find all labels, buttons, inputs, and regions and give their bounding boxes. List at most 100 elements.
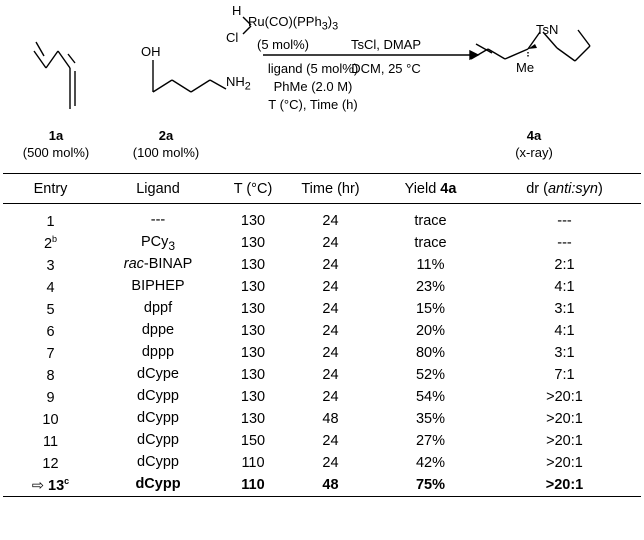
compound-1a-amount: (500 mol%) (22, 145, 90, 160)
butadiene-structure (33, 41, 76, 109)
cell-time: 24 (322, 257, 339, 273)
cell-time: 24 (322, 213, 339, 229)
optimization-table: Entry Ligand T (°C) Time (hr) Yield 4a d… (3, 173, 641, 497)
compound-4a-label: 4a (526, 128, 542, 143)
cell-entry: 3 (46, 257, 55, 274)
cell-time: 24 (322, 455, 339, 471)
cell-ligand: dppf (143, 299, 173, 316)
compound-2a-amount: (100 mol%) (132, 145, 200, 160)
cell-dr: 4:1 (554, 323, 575, 339)
cell-time: 48 (288, 474, 373, 497)
cell-entry: 4 (46, 279, 55, 296)
ru-cl-bond (242, 25, 252, 35)
methyl-label: Me (516, 60, 535, 75)
cell-time: 24 (322, 279, 339, 295)
cell-temperature: 130 (240, 389, 266, 405)
cell-ligand: dppp (141, 343, 175, 360)
cell-ligand: dCype (137, 365, 179, 382)
catalyst-chloride: Cl (226, 30, 239, 45)
ru-h-bond (242, 16, 252, 26)
cell-temperature: 130 (240, 367, 266, 383)
cell-ligand: dCypp (137, 409, 179, 426)
cell-yield: 20% (415, 323, 446, 339)
cell-time: 24 (322, 235, 339, 251)
cell-yield: 23% (415, 279, 446, 295)
cell-dr: 3:1 (554, 345, 575, 361)
cell-entry: 2b (43, 234, 58, 252)
amine-label: NH2 (226, 74, 251, 93)
cell-temperature: 130 (240, 213, 266, 229)
cell-temperature: 130 (240, 301, 266, 317)
cell-temperature: 130 (240, 411, 266, 427)
header-temperature: T (°C) (218, 173, 288, 204)
cell-temperature: 130 (240, 257, 266, 273)
step2-solvent: DCM, 25 °C (351, 61, 421, 76)
step2-reagents: TsCl, DMAP (350, 37, 422, 52)
compound-1a-label: 1a (48, 128, 64, 143)
cell-time: 24 (322, 345, 339, 361)
cell-dr: >20:1 (546, 433, 583, 449)
cell-temperature: 110 (241, 455, 265, 471)
cell-entry: 7 (46, 345, 55, 362)
cell-yield: 11% (416, 257, 445, 273)
compound-4a-note: (x-ray) (515, 145, 553, 160)
cell-time: 48 (322, 411, 339, 427)
cell-dr: --- (557, 213, 572, 229)
cell-entry: ⇨13c (3, 474, 98, 497)
cell-temperature: 130 (240, 323, 266, 339)
step1-ligand: ligand (5 mol%) (267, 61, 359, 76)
cell-ligand: dCypp (137, 431, 179, 448)
cell-ligand: rac-BINAP (123, 255, 193, 272)
cell-dr: >20:1 (546, 389, 583, 405)
table-row: 5 dppf 130 24 15% 3:1 (3, 298, 641, 320)
pyrrolidine-product-structure (470, 29, 591, 62)
hydroxyl-label: OH (141, 44, 161, 59)
cell-dr: >20:1 (546, 411, 583, 427)
cell-ligand: dppe (141, 321, 175, 338)
cell-yield: trace (414, 213, 447, 229)
cell-temperature: 130 (240, 345, 266, 361)
catalyst-hydride: H (232, 3, 242, 18)
step1-solvent: PhMe (2.0 M) (273, 79, 353, 94)
cell-entry: 9 (46, 389, 55, 406)
cell-temperature: 130 (240, 235, 266, 251)
cell-ligand: dCypp (98, 474, 218, 497)
header-ligand: Ligand (98, 173, 218, 204)
reaction-scheme: OH NH2 H Ru(CO)(PPh3)3 Cl (5 mol%) TsCl,… (0, 0, 644, 168)
cell-dr: 2:1 (554, 257, 575, 273)
tosyl-nitrogen-label: TsN (536, 22, 559, 37)
cell-temperature: 110 (218, 474, 288, 497)
cell-entry: 8 (46, 367, 55, 384)
cell-yield: 80% (415, 345, 446, 361)
cell-yield: 75% (373, 474, 488, 497)
cell-time: 24 (322, 367, 339, 383)
cell-entry: 11 (42, 433, 59, 450)
cell-dr: 4:1 (554, 279, 575, 295)
cell-dr: 3:1 (554, 301, 575, 317)
cell-time: 24 (322, 301, 339, 317)
cell-ligand: BIPHEP (131, 277, 185, 294)
cell-ligand: dCypp (137, 387, 179, 404)
cell-entry: 5 (46, 301, 55, 318)
cell-entry: 6 (46, 323, 55, 340)
cell-dr: >20:1 (488, 474, 641, 497)
cell-entry: 12 (42, 455, 59, 472)
catalyst-loading: (5 mol%) (256, 37, 310, 52)
cell-yield: 52% (415, 367, 446, 383)
highlight-arrow-icon: ⇨ (31, 477, 44, 494)
cell-temperature: 150 (240, 433, 266, 449)
reaction-arrow (263, 49, 480, 61)
cell-time: 24 (322, 389, 339, 405)
cell-time: 24 (322, 433, 339, 449)
compound-2a-label: 2a (158, 128, 174, 143)
cell-yield: 15% (415, 301, 446, 317)
